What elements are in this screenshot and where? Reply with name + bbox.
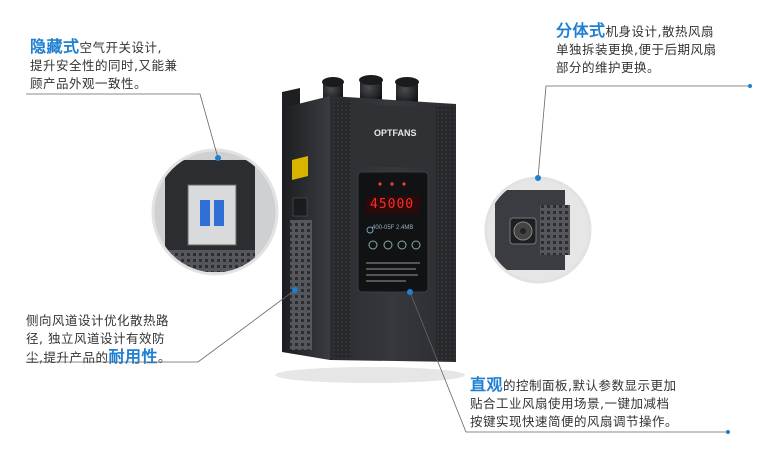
upper-cover: [352, 104, 436, 168]
display-reading: 45000: [370, 197, 415, 212]
callout-text: 侧向风道设计优化散热路: [26, 313, 170, 328]
model-label: 400-05F 2.4MB: [372, 225, 414, 231]
leader-line: [26, 93, 219, 159]
callout-hidden-switch: 隐藏式空气开关设计, 提升安全性的同时,又能兼 顾产品外观一致性。: [30, 38, 177, 93]
callout-text: 提升安全性的同时,又能兼: [30, 58, 178, 73]
leader-dot: [726, 430, 730, 434]
leader-line: [537, 85, 750, 179]
warning-label: [292, 156, 308, 180]
callout-side-duct: 侧向风道设计优化散热路 径, 独立风道设计有效防 尘,提升产品的耐用性。: [26, 312, 171, 367]
floor-shadow: [275, 367, 465, 383]
leader-dot: [215, 155, 221, 161]
zoom-air-switch: [153, 150, 277, 274]
leader-line: [409, 291, 728, 433]
zoom-fan-module: [486, 178, 590, 282]
callout-text: 部分的维护更换。: [556, 60, 661, 75]
callout-text: 贴合工业风扇使用场景,一键加减档: [470, 396, 670, 411]
air-switch: [292, 197, 308, 217]
callout-text: 单独拆装更换,便于后期风扇: [556, 42, 717, 57]
callout-text: 径, 独立风道设计有效防: [26, 331, 165, 346]
keypad: [366, 240, 421, 282]
leader-dot: [407, 289, 413, 295]
status-leds: [378, 182, 406, 186]
callout-text: 的控制面板,默认参数显示更加: [503, 378, 677, 393]
callout-highlight: 隐藏式: [30, 37, 80, 56]
callout-control-panel: 直观的控制面板,默认参数显示更加 贴合工业风扇使用场景,一键加减档 按键实现快速…: [470, 376, 678, 431]
callout-highlight: 耐用性: [108, 347, 158, 366]
side-air-duct: [290, 220, 312, 350]
led-display: [366, 196, 420, 214]
leader-dot: [292, 287, 298, 293]
brand-logo: OPTFANS: [374, 128, 417, 138]
callout-highlight: 分体式: [556, 21, 606, 40]
front-texture-left: [333, 100, 351, 358]
leader-dot: [535, 175, 541, 181]
callout-highlight: 直观: [470, 375, 504, 394]
callout-text: 机身设计,散热风扇: [605, 24, 714, 39]
leader-dot: [748, 84, 752, 88]
callout-text: 尘,提升产品的: [26, 350, 109, 365]
mount-bracket: [282, 88, 300, 110]
power-icon: [366, 226, 374, 234]
callout-text: 空气开关设计,: [79, 40, 162, 55]
callout-text: 。: [158, 350, 172, 365]
leader-line: [26, 289, 296, 363]
callout-text: 按键实现快速简便的风扇调节操作。: [470, 414, 679, 429]
front-texture-right: [436, 106, 454, 360]
callout-split-body: 分体式机身设计,散热风扇 单独拆装更换,便于后期风扇 部分的维护更换。: [556, 22, 716, 77]
callout-text: 顾产品外观一致性。: [30, 76, 148, 91]
